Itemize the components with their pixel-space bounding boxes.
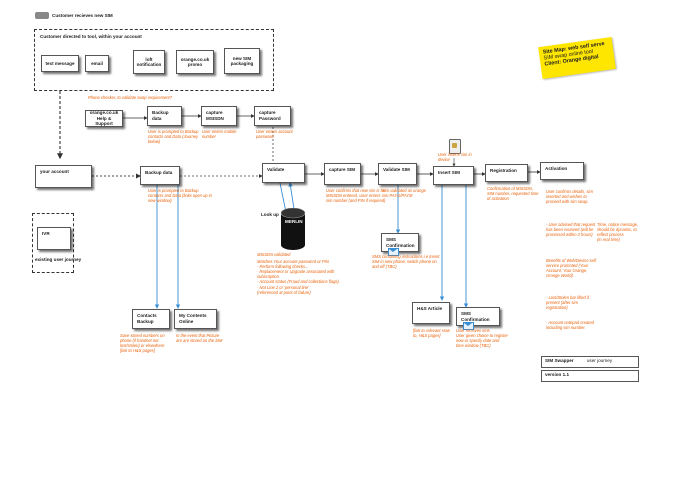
your-account-box: your account [35,165,92,188]
merlin-validated-body: Matches Your account password or PIN - P… [257,259,340,295]
legend-swatch [35,12,49,19]
validate-sim-box: Validate SIM [378,163,417,185]
capture-password-note: User enters account password [256,129,293,140]
sms-confirmation-2-box: SMS Confirmation [456,307,500,330]
capture-sim-note: User confirms that new sim is for MSISDN… [326,188,386,204]
channels-title: Customer directed to tool, within your a… [40,34,142,39]
ivr-caption: existing user journey [35,257,82,262]
my-contents-online-box: My Contents Online [174,309,217,329]
validate-sim-note: Sim validated as orange sim PAYG/PAYM [382,188,426,199]
channels-group: Customer directed to tool, within your a… [34,29,274,91]
channel-new-sim-packaging: new SIM packaging [224,48,260,74]
envelope-icon-2 [463,322,474,330]
channel-loft-notification: loft notification [133,50,165,74]
activation-note-3: Time, notice message, should be dynamic,… [597,222,639,243]
activation-note-1: User confirms details, sim inserted and … [546,189,593,205]
backup-data-top-box: Backup data [147,106,182,126]
merlin-database-icon [281,208,305,250]
activation-note-6: - Account notepad created including sim … [546,320,594,331]
capture-sim-box: capture SIM [324,163,361,185]
ivr-box: IVR [37,227,71,250]
backup-data-main-box: Backup data [140,166,180,185]
hs-article-box: H&S Article [412,302,450,324]
insert-sim-box: Insert SIM [433,166,474,185]
sms-confirmation-1-note: SMS containing instructions i.e Insert S… [372,254,440,270]
backup-data-top-note: User is prompted to Backup contacts and … [148,129,199,145]
footer-subtitle: user journey [586,358,613,363]
capture-password-box: capture Password [254,106,291,126]
sim-card-icon [449,139,461,154]
merlin-label: MERLIN [285,219,303,224]
registration-note: Confirmation of MSISDN, SIM number, requ… [487,186,539,202]
backup-data-main-note: User is prompted to Backup contacts and … [148,188,212,204]
activation-note-2: - User advised that request has been rec… [546,222,596,238]
activation-box: Activation [540,162,584,180]
channel-orange-promo: orange.co.uk promo [176,50,214,74]
ivr-group [32,213,74,273]
help-support-box: orange.co.uk Help & Support [85,110,123,127]
activation-note-4: Benefits of Web/Device self service prom… [546,258,596,279]
channel-email: email [85,55,109,72]
legend-label: Customer recieves new SIM [52,13,113,18]
contacts-backup-box: Contacts Backup [132,309,170,329]
registration-box: Registration [485,164,528,182]
hs-article-note: [link to relevant How to, H&S pages] [413,328,450,339]
footer-version-box: version 1.1 [541,370,639,382]
channel-text-message: text message [41,55,79,72]
my-contents-online-note: In the event that Picture are are stored… [176,333,223,344]
capture-msisdn-box: capture MSISDN [201,106,237,126]
phone-checker-note: Phone checker, to validate swap requirem… [88,95,172,100]
activation-note-5: - Lost/Stolen bar lifted if present (aft… [546,295,590,311]
capture-msisdn-note: User enters mobile number [202,129,237,140]
footer-title: SIM Swapper [545,358,574,363]
contacts-backup-note: Save stored numbers on phone (if handset… [120,333,165,354]
insert-sim-note: User inserts sim in device [438,152,472,163]
validate-box: Validate [262,163,305,183]
merlin-validated-title: MSISDN validated [257,252,291,257]
footer-title-box: SIM Swapper user journey [541,356,639,368]
envelope-icon [388,248,399,256]
sms-confirmation-2-label: SMS Confirmation [461,311,490,322]
sms-confirmation-1-box: SMS Confirmation [381,233,419,256]
sms-confirmation-1-label: SMS Confirmation [386,237,415,248]
sms-confirmation-2-note: User receives sms User given choice to r… [456,328,508,349]
lookup-label: Look up [261,212,279,217]
